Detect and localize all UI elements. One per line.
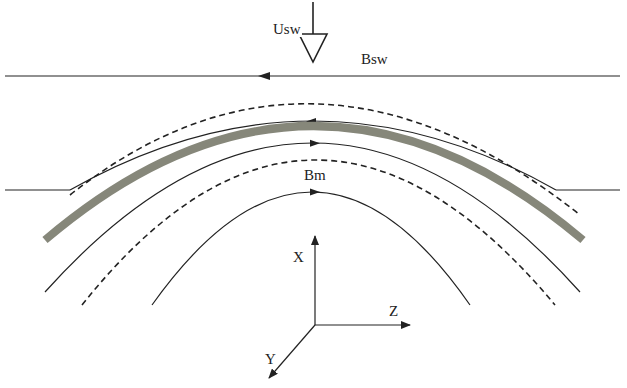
axis-label: Z — [388, 304, 399, 319]
field-line — [152, 192, 470, 305]
field-line — [5, 189, 70, 190]
field-line — [556, 189, 620, 190]
field-line — [45, 143, 580, 292]
field-direction — [310, 189, 320, 196]
dashed-boundary — [70, 104, 580, 215]
field-direction — [258, 72, 270, 80]
axis-label: Y — [264, 352, 277, 367]
field-direction — [310, 140, 320, 147]
flow-arrow — [299, 2, 327, 62]
axis-label: X — [292, 250, 305, 265]
velocity-label: Usw — [272, 22, 302, 37]
current-sheet — [45, 126, 583, 240]
field-label: Bsw — [360, 52, 389, 67]
field-label: Bm — [303, 168, 327, 183]
field-line — [5, 75, 620, 76]
dashed-boundary — [82, 160, 555, 305]
coordinate-axes — [269, 236, 410, 378]
field-line — [70, 121, 556, 190]
